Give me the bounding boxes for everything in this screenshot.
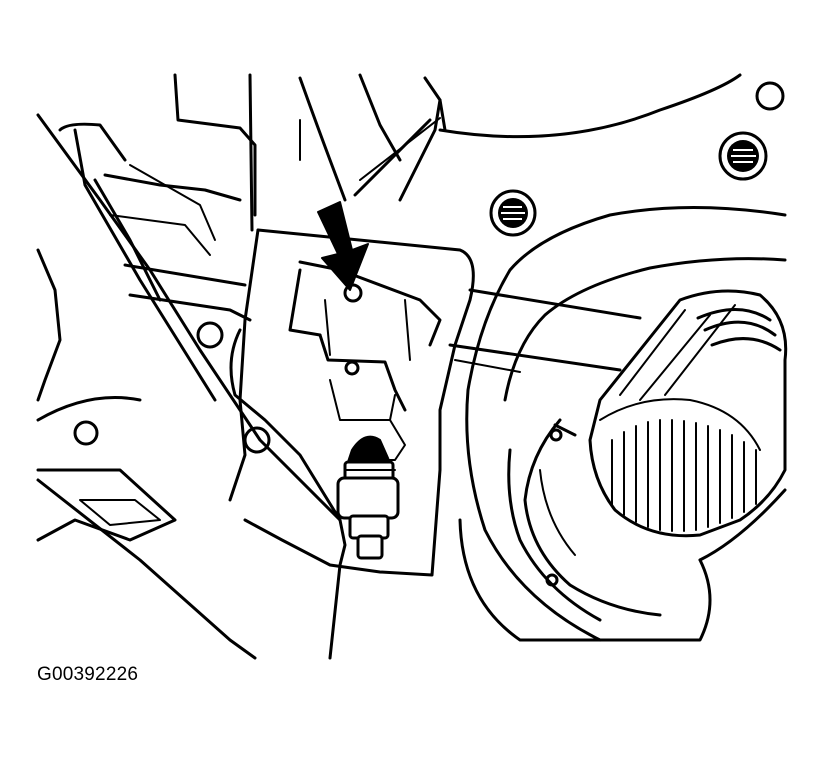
figure-id-label: G00392226 [37, 664, 139, 685]
pulley [465, 206, 787, 642]
filter-ribs [611, 419, 757, 532]
sensor-bracket [228, 228, 475, 577]
threaded-hole-1 [489, 189, 537, 237]
upper-cover [103, 73, 785, 256]
sender-unit [336, 435, 400, 560]
oil-filter [588, 289, 788, 538]
pointer-arrow [317, 201, 369, 291]
engine-block-edge [36, 113, 342, 660]
cross-bar [448, 288, 642, 373]
threaded-hole-2 [718, 131, 768, 181]
image-frame-lines [328, 518, 602, 660]
